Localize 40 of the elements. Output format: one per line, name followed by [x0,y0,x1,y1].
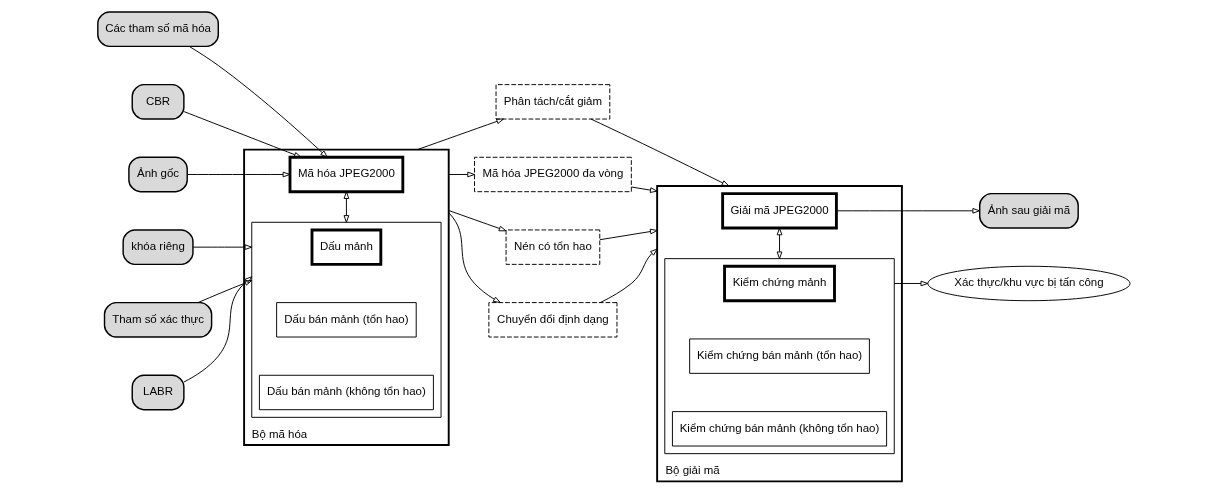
node-box: Kiểm chứng bán mảnh (tổn hao) [689,338,870,374]
arrow [836,208,981,214]
arrow [448,210,507,232]
arrow [186,171,291,178]
node-box: khóa riêng [122,229,194,266]
arrow [631,186,658,193]
cluster [664,258,895,455]
node-box: Giải mã JPEG2000 [721,192,838,230]
arrow [599,248,658,304]
node-box: Mã hóa JPEG2000 [288,155,405,194]
node-box: Ảnh gốc [128,156,188,193]
arrow [776,227,783,260]
arrow [590,118,730,187]
node-box: Nén có tổn hao [505,229,601,265]
arrow [197,280,253,303]
node-ellipse: Xác thực/khu vực bị tấn công [927,265,1131,302]
node-box: Dấu mảnh [310,228,383,266]
arrow [343,191,350,223]
cluster [251,221,442,418]
node-box: Dấu bán mảnh (không tổn hao) [258,374,434,411]
node-box: Dấu bán mảnh (tổn hao) [276,302,417,338]
arrow [599,228,658,241]
arrow [416,118,504,151]
arrow [183,111,302,158]
arrow [188,45,328,158]
node-box: Mã hóa JPEG2000 đa vòng [474,156,632,193]
node-box: CBR [131,83,185,120]
arrow [448,212,501,303]
node-box: Tham số xác thực [103,301,213,338]
node-box: Kiểm chứng mảnh [723,264,836,303]
node-box: Các tham số mã hóa [97,11,219,48]
node-box: Ảnh sau giải mã [979,192,1079,229]
node-box: Kiểm chứng bán mảnh (không tổn hao) [671,411,888,447]
node-box: Phân tách/cắt giảm [495,84,611,120]
node-box: LABR [131,374,185,411]
node-box: Chuyển đổi định dạng [488,302,618,338]
arrow [183,276,253,383]
arrow [448,171,475,178]
arrow [893,280,929,287]
arrow [192,244,253,250]
